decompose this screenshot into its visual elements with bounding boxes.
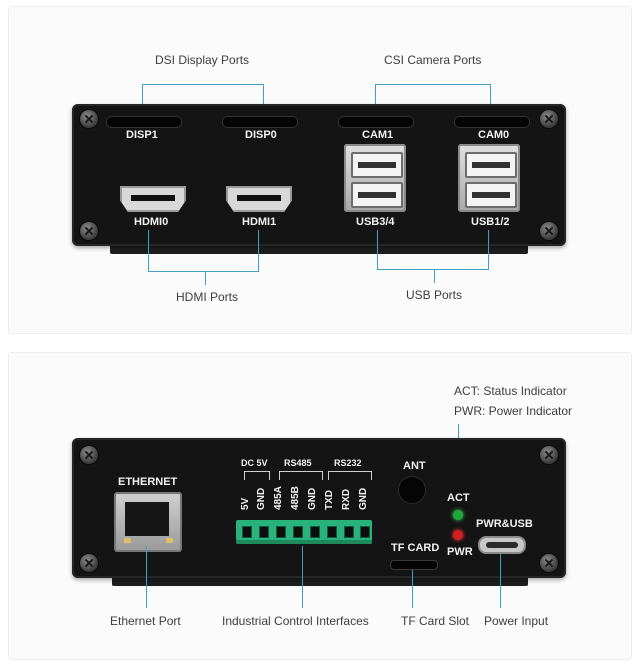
screw-icon	[540, 110, 558, 128]
ethernet-leader-line	[146, 546, 147, 608]
hdmi1-label: HDMI1	[242, 216, 277, 228]
csi-ports-callout: CSI Camera Ports	[384, 53, 482, 67]
hdmi1-port[interactable]	[226, 186, 292, 212]
pin-label: 485A	[273, 486, 284, 510]
disp1-port[interactable]	[106, 116, 182, 128]
antenna-port[interactable]	[398, 476, 426, 504]
usb-leader-line	[488, 230, 489, 270]
cam0-port[interactable]	[454, 116, 530, 128]
link-led-icon	[124, 538, 131, 543]
pin-label: 485B	[290, 486, 301, 510]
industrial-leader-line	[302, 546, 303, 608]
usb-ports-callout: USB Ports	[406, 288, 463, 302]
rs485-group-label: RS485	[284, 458, 312, 468]
ant-label: ANT	[403, 460, 426, 472]
csi-leader-line	[375, 84, 491, 85]
act-led-icon	[453, 510, 463, 520]
power-leader-line	[500, 554, 501, 608]
pwr-led-icon	[453, 530, 463, 540]
terminal-pin	[360, 526, 370, 538]
pwrusb-label: PWR&USB	[476, 518, 533, 530]
industrial-interfaces-callout: Industrial Control Interfaces	[222, 614, 369, 628]
ethernet-port-callout: Ethernet Port	[110, 614, 181, 628]
act-label: ACT	[447, 492, 470, 504]
hdmi-leader-line	[148, 271, 259, 272]
pin-label: GND	[256, 487, 267, 510]
tf-leader-line	[412, 570, 413, 608]
ethernet-port[interactable]	[114, 492, 182, 552]
dsi-leader-line	[142, 84, 143, 118]
pin-label: RXD	[341, 488, 352, 510]
terminal-pin	[327, 526, 337, 538]
power-input-callout: Power Input	[484, 614, 549, 628]
tfcard-label: TF CARD	[391, 542, 440, 554]
cam1-port[interactable]	[338, 116, 414, 128]
dc5v-bracket	[244, 471, 270, 480]
ethernet-label: ETHERNET	[118, 476, 178, 488]
pin-label: TXD	[324, 490, 335, 510]
pwr-indicator-callout: PWR: Power Indicator	[454, 404, 573, 418]
usb-leader-line	[377, 269, 489, 270]
disp1-label: DISP1	[126, 129, 158, 141]
tf-card-slot[interactable]	[390, 560, 438, 570]
act-indicator-callout: ACT: Status Indicator	[454, 384, 567, 398]
csi-leader-line	[375, 84, 376, 118]
usb34-port[interactable]	[344, 144, 406, 212]
usb-leader-line	[434, 269, 435, 283]
dsi-leader-line	[263, 84, 264, 118]
rs485-bracket	[279, 471, 323, 480]
disp0-port[interactable]	[222, 116, 298, 128]
pin-label: GND	[307, 487, 318, 510]
activity-led-icon	[166, 538, 173, 543]
pwr-label: PWR	[447, 546, 473, 558]
hdmi0-label: HDMI0	[134, 216, 169, 228]
terminal-pin	[276, 526, 286, 538]
tf-card-slot-callout: TF Card Slot	[401, 614, 470, 628]
hdmi-leader-line	[258, 230, 259, 272]
csi-leader-line	[490, 84, 491, 118]
screw-icon	[540, 222, 558, 240]
disp0-label: DISP0	[245, 129, 277, 141]
terminal-pin	[242, 526, 252, 538]
cam0-label: CAM0	[478, 129, 510, 141]
dsi-leader-line	[142, 84, 264, 85]
industrial-terminal-block[interactable]	[236, 520, 372, 544]
terminal-pin	[344, 526, 354, 538]
rs232-group-label: RS232	[334, 458, 362, 468]
hdmi-leader-line	[205, 271, 206, 285]
screw-icon	[80, 110, 98, 128]
dsi-ports-callout: DSI Display Ports	[155, 53, 250, 67]
screw-icon	[80, 222, 98, 240]
hdmi0-port[interactable]	[120, 186, 186, 212]
screw-icon	[80, 554, 98, 572]
power-usb-c-port[interactable]	[478, 536, 526, 554]
usb12-label: USB1/2	[471, 216, 510, 228]
pin-label: 5V	[240, 497, 251, 510]
hdmi-ports-callout: HDMI Ports	[176, 290, 239, 304]
cam1-label: CAM1	[362, 129, 394, 141]
terminal-pin	[293, 526, 303, 538]
pin-label: GND	[358, 487, 369, 510]
hdmi-leader-line	[148, 230, 149, 272]
screw-icon	[540, 446, 558, 464]
terminal-pin	[259, 526, 269, 538]
usb34-label: USB3/4	[356, 216, 395, 228]
usb-leader-line	[377, 230, 378, 270]
screw-icon	[80, 446, 98, 464]
usb12-port[interactable]	[458, 144, 520, 212]
terminal-pin	[310, 526, 320, 538]
screw-icon	[540, 554, 558, 572]
dc5v-group-label: DC 5V	[241, 458, 268, 468]
rs232-bracket	[328, 471, 372, 480]
